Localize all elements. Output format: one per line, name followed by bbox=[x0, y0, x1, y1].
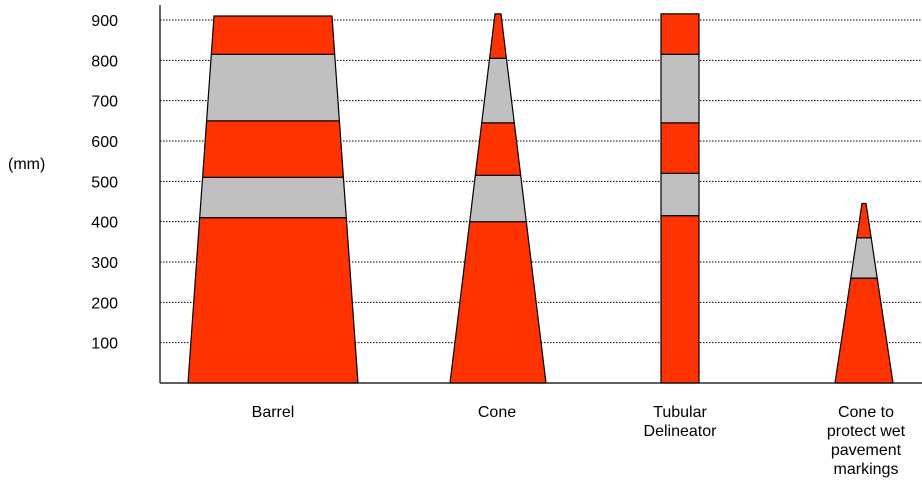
cone-orange-section-0 bbox=[449, 221, 547, 384]
label-barrel: Barrel bbox=[251, 404, 295, 421]
device-cone-wet-pavement bbox=[834, 202, 894, 384]
cone-orange-section-1 bbox=[474, 122, 522, 176]
y-tick-600: 600 bbox=[91, 134, 118, 151]
y-tick-800: 800 bbox=[91, 53, 118, 70]
tubular-delineator-reflective-band-0 bbox=[660, 172, 700, 217]
y-tick-100: 100 bbox=[91, 336, 118, 353]
tubular-delineator-reflective-band-1 bbox=[660, 53, 700, 124]
label-cone: Cone bbox=[477, 404, 517, 421]
label-cone-wet-pavement: Cone to protect wet pavement markings bbox=[826, 404, 906, 478]
y-tick-200: 200 bbox=[91, 295, 118, 312]
device-tubular-delineator bbox=[660, 13, 700, 384]
device-barrel bbox=[187, 15, 359, 384]
cone-reflective-band-0 bbox=[469, 174, 527, 223]
device-cone bbox=[449, 13, 547, 384]
barrel-orange-section-2 bbox=[210, 15, 336, 55]
y-tick-labels: 100 200 300 400 500 600 700 800 900 bbox=[91, 13, 118, 353]
devices bbox=[187, 13, 894, 384]
y-tick-400: 400 bbox=[91, 215, 118, 232]
tubular-delineator-orange-section-2 bbox=[660, 13, 700, 55]
cone-wet-pavement-orange-section-0 bbox=[834, 277, 894, 384]
tubular-delineator-orange-section-0 bbox=[660, 215, 700, 384]
barrel-orange-section-0 bbox=[187, 217, 359, 384]
y-axis-label: (mm) bbox=[8, 156, 45, 173]
y-tick-500: 500 bbox=[91, 174, 118, 191]
tubular-delineator-orange-section-1 bbox=[660, 122, 700, 174]
y-tick-700: 700 bbox=[91, 94, 118, 111]
y-tick-900: 900 bbox=[91, 13, 118, 30]
barrel-reflective-band-0 bbox=[199, 176, 347, 219]
cone-reflective-band-1 bbox=[481, 57, 515, 124]
cone-orange-section-2 bbox=[489, 13, 507, 59]
cone-wet-pavement-reflective-band-0 bbox=[850, 237, 878, 279]
cone-wet-pavement-orange-section-1 bbox=[856, 202, 872, 239]
barrel-orange-section-1 bbox=[202, 120, 344, 178]
label-tubular-delineator: Tubular Delineator bbox=[643, 404, 717, 440]
y-tick-300: 300 bbox=[91, 255, 118, 272]
barrel-reflective-band-1 bbox=[206, 53, 340, 122]
